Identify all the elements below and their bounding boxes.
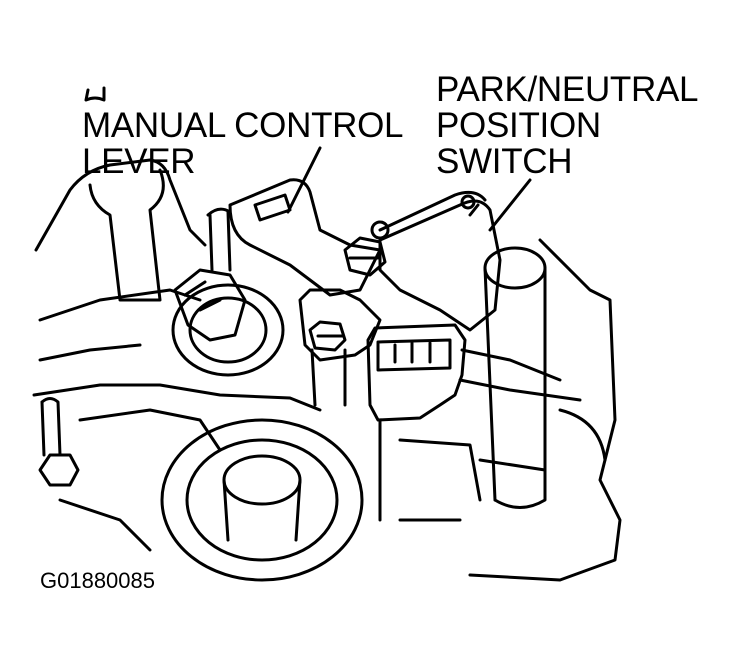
lower-middle-detail [378,418,482,522]
lever-seal-inner [188,296,268,364]
leader-line-park [488,178,532,232]
switch-body [378,199,502,332]
housing-left-tower [88,168,165,302]
switch-hole [370,220,390,240]
housing-left-edge [32,383,322,412]
bottom-boss-tube [222,478,302,542]
left-stud [40,397,62,457]
housing-right [468,238,622,582]
label-line: SWITCH [436,142,573,181]
post-cap [483,246,547,290]
left-bracket [58,408,222,552]
bottom-boss-mid [185,438,339,562]
left-nut [38,453,80,487]
label-line: LEVER [82,142,196,181]
fragment-mark [84,86,106,102]
label-line: POSITION [436,106,601,145]
lever-seal-ring [171,283,285,377]
switch-top-plate [378,190,487,232]
lever-shaft-stud [206,207,232,272]
figure-id: G01880085 [40,568,155,593]
bottom-boss-inner [222,454,302,506]
manual-control-lever-arm [228,178,382,297]
label-line: PARK/NEUTRAL [436,70,699,109]
manual-control-lever-label: MANUAL CONTROL LEVER [82,106,404,181]
label-line: MANUAL CONTROL [82,106,404,145]
lever-nut [343,236,387,277]
connector-wire [458,348,582,402]
lever-shaft-block [173,268,247,342]
connector-pins [393,341,432,364]
switch-mount-stud [460,194,476,210]
leader-line-manual [286,146,322,214]
housing-left-upper [34,158,207,252]
park-neutral-switch-label: PARK/NEUTRAL POSITION SWITCH [436,70,699,181]
connector-window [376,338,452,372]
switch-connector [366,323,467,422]
bottom-boss-outer [160,418,364,582]
lever-arm-slot [253,193,292,222]
housing-right-inner [478,408,607,472]
bracket-bolt [308,320,347,352]
bracket-post [310,348,347,407]
